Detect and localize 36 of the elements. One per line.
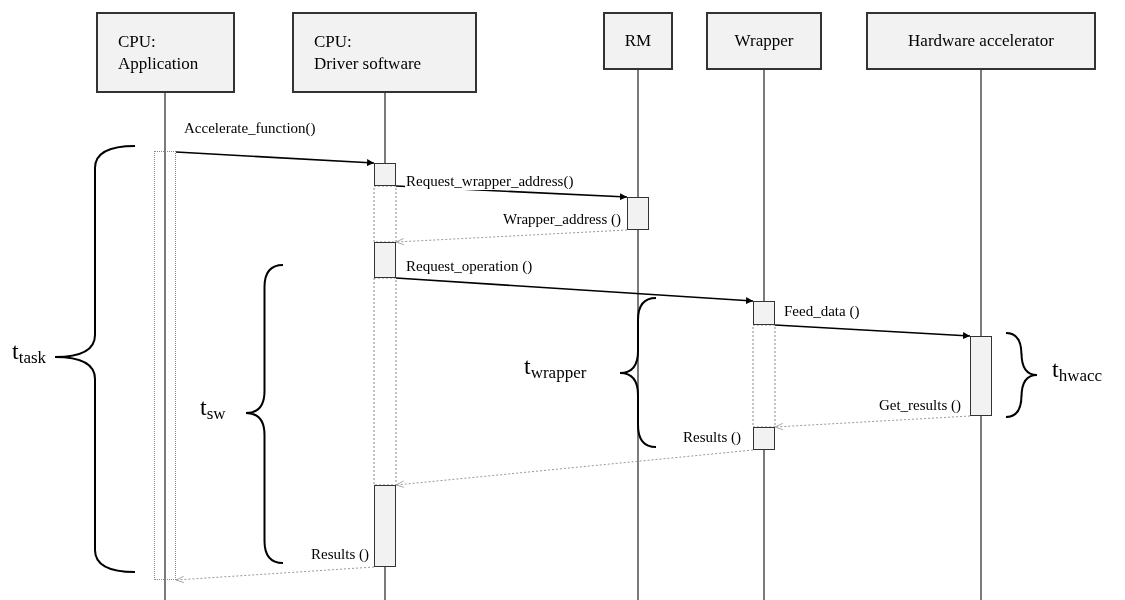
participant-name: CPU: [314, 30, 352, 53]
activation-bar [627, 197, 649, 230]
participant-name: Hardware accelerator [908, 30, 1054, 52]
activation-bar [970, 336, 992, 416]
edge-label: Get_results () [877, 396, 962, 414]
return-message-arrow [395, 449, 754, 488]
participant-box [603, 12, 673, 70]
edge-label: Accelerate_function() [183, 119, 317, 137]
edge-label: Results () [310, 545, 370, 563]
edge-label: Request_operation () [405, 257, 534, 275]
participant-name: CPU: [118, 30, 156, 53]
participant-name: Driver software [314, 52, 422, 75]
participant-name: RM [624, 30, 652, 52]
message-arrow [774, 324, 971, 340]
activation-bar [374, 485, 396, 567]
duration-label: t$_{hwacc}$ [1052, 355, 1103, 383]
message-arrow [175, 151, 375, 167]
edge-label: Feed_data () [783, 302, 861, 320]
activation-bar [154, 151, 176, 580]
participant-box [706, 12, 822, 70]
activation-bar [753, 301, 775, 325]
edge-label: Request_wrapper_address() [405, 172, 575, 190]
edge-label: Results () [682, 428, 742, 446]
duration-label: t$_{sw}$ [200, 393, 226, 421]
participant-box [866, 12, 1096, 70]
duration-label: t$_{wrapper}$ [524, 352, 587, 380]
participant-box [292, 12, 477, 93]
message-arrow [395, 277, 754, 305]
activation-bar [753, 427, 775, 450]
participant-name: Application [118, 52, 199, 75]
participant-box [96, 12, 235, 93]
duration-label: t$_{task}$ [12, 337, 47, 365]
edge-label: Wrapper_address () [501, 210, 622, 228]
participant-name: Wrapper [734, 30, 794, 52]
activation-bar [374, 242, 396, 278]
activation-bar [374, 163, 396, 186]
